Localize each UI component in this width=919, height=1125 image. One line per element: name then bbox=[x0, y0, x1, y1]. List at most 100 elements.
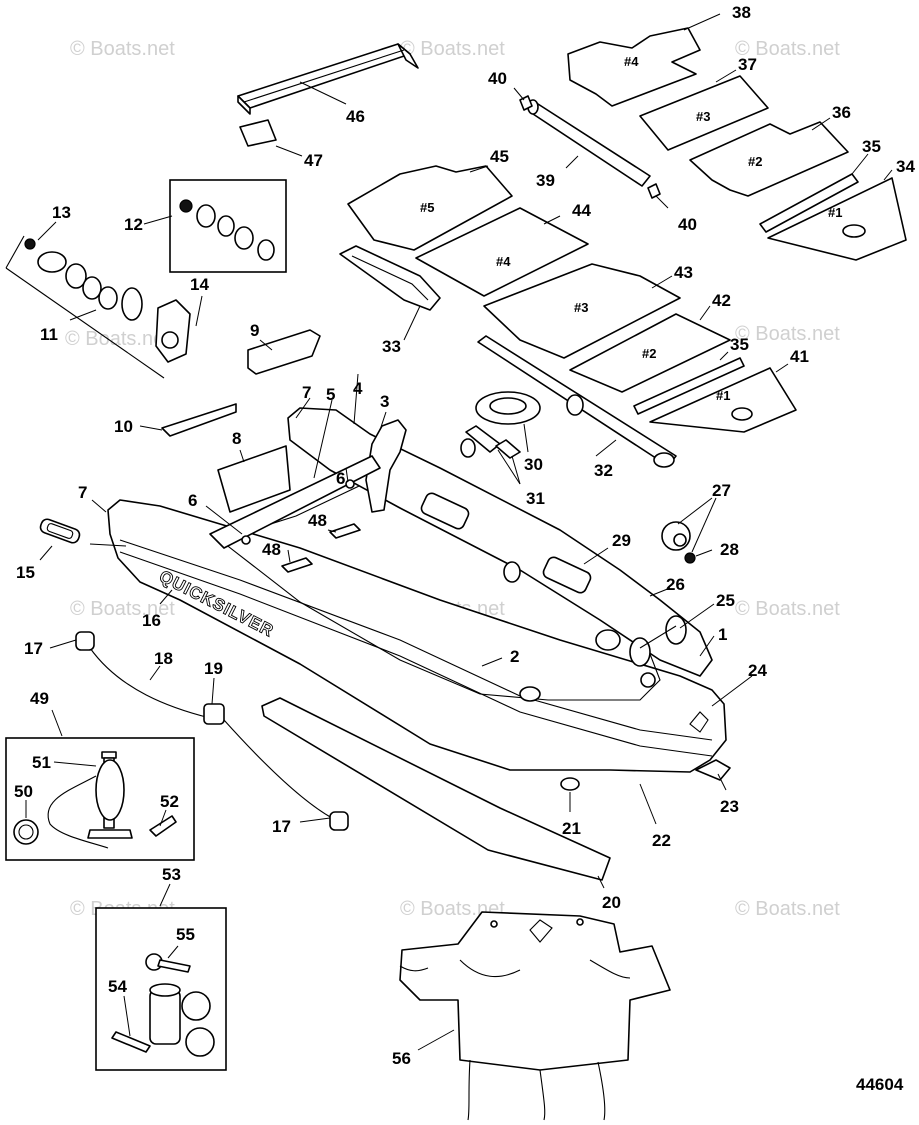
callout-24: 24 bbox=[748, 661, 767, 680]
panel-label: #2 bbox=[748, 154, 762, 169]
callout-13: 13 bbox=[52, 203, 71, 222]
callout-21: 21 bbox=[562, 819, 581, 838]
callout-7b: 7 bbox=[78, 483, 87, 502]
callout-4: 4 bbox=[353, 379, 363, 398]
callout-47: 47 bbox=[304, 151, 323, 170]
callout-55: 55 bbox=[176, 925, 195, 944]
callout-14: 14 bbox=[190, 275, 209, 294]
carry-handle bbox=[247, 329, 321, 375]
callout-25: 25 bbox=[716, 591, 735, 610]
repair-kit-box bbox=[95, 907, 227, 1071]
callout-19: 19 bbox=[204, 659, 223, 678]
callout-35b: 35 bbox=[730, 335, 749, 354]
callout-35: 35 bbox=[862, 137, 881, 156]
callout-1: 1 bbox=[718, 625, 727, 644]
watermark: © Boats.net bbox=[400, 898, 505, 920]
callout-32: 32 bbox=[594, 461, 613, 480]
callout-30: 30 bbox=[524, 455, 543, 474]
panel-label: #4 bbox=[624, 54, 639, 69]
callout-28: 28 bbox=[720, 540, 739, 559]
bracket bbox=[161, 403, 237, 437]
leader-lines bbox=[25, 13, 893, 1051]
callout-50: 50 bbox=[14, 782, 33, 801]
callout-44: 44 bbox=[572, 201, 591, 220]
callout-8: 8 bbox=[232, 429, 241, 448]
valve-kit-box bbox=[169, 179, 287, 273]
watermark: © Boats.net bbox=[735, 323, 840, 345]
oar-pins bbox=[460, 425, 521, 459]
callout-3: 3 bbox=[380, 392, 389, 411]
callout-15: 15 bbox=[16, 563, 35, 582]
tow-rope bbox=[75, 631, 349, 831]
callout-10: 10 bbox=[114, 417, 133, 436]
callout-12: 12 bbox=[124, 215, 143, 234]
callout-51: 51 bbox=[32, 753, 51, 772]
callout-2: 2 bbox=[510, 647, 519, 666]
callout-36: 36 bbox=[832, 103, 851, 122]
callout-48b: 48 bbox=[308, 511, 327, 530]
callout-46: 46 bbox=[346, 107, 365, 126]
panel-label: #3 bbox=[696, 109, 710, 124]
watermark: © Boats.net bbox=[65, 328, 170, 350]
watermark: © Boats.net bbox=[70, 598, 175, 620]
watermark: © Boats.net bbox=[735, 898, 840, 920]
panel-label: #1 bbox=[716, 388, 730, 403]
callout-29: 29 bbox=[612, 531, 631, 550]
callout-17: 17 bbox=[24, 639, 43, 658]
callout-43: 43 bbox=[674, 263, 693, 282]
panel-label: #2 bbox=[642, 346, 656, 361]
callout-53: 53 bbox=[162, 865, 181, 884]
callout-9: 9 bbox=[250, 321, 259, 340]
callout-26: 26 bbox=[666, 575, 685, 594]
drain-plug bbox=[661, 521, 696, 564]
callout-42: 42 bbox=[712, 291, 731, 310]
watermark: © Boats.net bbox=[735, 38, 840, 60]
callout-27: 27 bbox=[712, 481, 731, 500]
seat bbox=[237, 43, 419, 115]
callout-31: 31 bbox=[526, 489, 545, 508]
callout-23: 23 bbox=[720, 797, 739, 816]
callout-6: 6 bbox=[188, 491, 197, 510]
callout-38: 38 bbox=[732, 3, 751, 22]
callout-34: 34 bbox=[896, 157, 915, 176]
keel-strip bbox=[261, 697, 611, 881]
watermark: © Boats.net bbox=[735, 598, 840, 620]
floor-panels-lower: #5 #4 #3 #2 #1 bbox=[347, 165, 797, 433]
callout-37: 37 bbox=[738, 55, 757, 74]
figure-number: 44604 bbox=[856, 1075, 904, 1094]
boat-cover bbox=[399, 911, 671, 1121]
callout-40: 40 bbox=[488, 69, 507, 88]
panel-label: #1 bbox=[828, 205, 842, 220]
grab-handle bbox=[39, 518, 81, 544]
callout-56: 56 bbox=[392, 1049, 411, 1068]
callout-22: 22 bbox=[652, 831, 671, 850]
side-rail bbox=[519, 95, 661, 199]
seat-clip bbox=[239, 119, 277, 147]
callout-33: 33 bbox=[382, 337, 401, 356]
watermark: © Boats.net bbox=[400, 38, 505, 60]
callouts: 1 2 3 4 5 6 6 7 7 8 9 10 11 12 13 14 15 … bbox=[14, 3, 915, 1068]
watermark: © Boats.net bbox=[70, 38, 175, 60]
callout-45: 45 bbox=[490, 147, 509, 166]
floor-panels-upper: #4 #3 #2 #1 bbox=[567, 27, 907, 261]
oarlock bbox=[475, 391, 541, 425]
callout-7: 7 bbox=[302, 383, 311, 402]
callout-20: 20 bbox=[602, 893, 621, 912]
callout-40b: 40 bbox=[678, 215, 697, 234]
callout-52: 52 bbox=[160, 792, 179, 811]
callout-54: 54 bbox=[108, 977, 127, 996]
callout-41: 41 bbox=[790, 347, 809, 366]
oar-shaft bbox=[477, 335, 677, 468]
callout-6b: 6 bbox=[336, 469, 345, 488]
inflatable-boat: QUICKSILVER bbox=[107, 407, 731, 791]
callout-18: 18 bbox=[154, 649, 173, 668]
callout-48: 48 bbox=[262, 540, 281, 559]
panel-label: #5 bbox=[420, 200, 434, 215]
panel-label: #4 bbox=[496, 254, 511, 269]
panel-label: #3 bbox=[574, 300, 588, 315]
valve-assembly bbox=[5, 235, 191, 379]
callout-49: 49 bbox=[30, 689, 49, 708]
oar bbox=[339, 245, 441, 311]
pump-kit-box bbox=[5, 737, 195, 861]
